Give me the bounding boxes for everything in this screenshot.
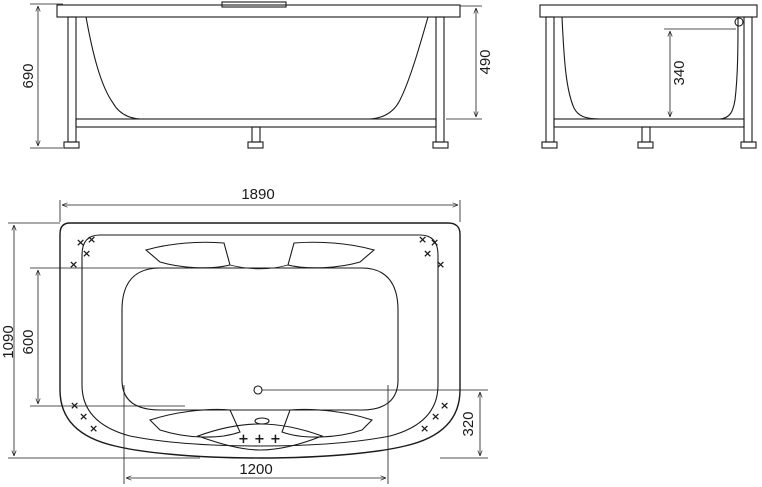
- jet-plus-icon: +: [254, 432, 265, 447]
- jet-cross-icon: ×: [89, 422, 98, 435]
- jet-cross-icon: ×: [87, 233, 96, 246]
- tub-basin: [121, 267, 399, 411]
- dim-inner-width: 600: [20, 329, 37, 354]
- side-view: 690 490: [20, 1, 494, 149]
- end-tub-body: [561, 16, 739, 120]
- dim-tub-height: 490: [477, 49, 494, 74]
- end-foot-left: [541, 141, 558, 149]
- jet-cross-icon: ×: [420, 422, 429, 435]
- end-foot-middle: [637, 141, 654, 149]
- top-view: × × × × × × × × × × × × × × + + + 1890 1…: [0, 186, 488, 484]
- faucet-outlet: [254, 417, 270, 425]
- side-leg-right: [435, 16, 445, 143]
- jet-cross-icon: ×: [69, 258, 78, 271]
- drain-icon: [253, 385, 263, 395]
- side-foot-middle: [247, 141, 264, 149]
- end-view: 340: [539, 4, 758, 149]
- dim-end-depth: 340: [671, 60, 688, 85]
- jet-cross-icon: ×: [430, 236, 439, 249]
- jet-plus-icon: +: [238, 432, 249, 447]
- jet-cross-icon: ×: [431, 410, 440, 423]
- end-frame-bar: [553, 118, 745, 128]
- side-tub-body: [85, 16, 429, 120]
- jet-cross-icon: ×: [436, 258, 445, 271]
- side-overflow: [221, 1, 287, 8]
- end-leg-right: [743, 16, 753, 143]
- end-leg-left: [545, 16, 555, 143]
- side-frame-bar: [75, 118, 437, 128]
- jet-cross-icon: ×: [82, 247, 91, 260]
- dim-side-height: 690: [20, 63, 37, 88]
- dim-inner-length: 1200: [239, 461, 272, 478]
- tub-inner-rim: [81, 234, 439, 447]
- dim-length: 1890: [241, 186, 274, 203]
- dim-drain-offset: 320: [460, 411, 477, 436]
- jet-cross-icon: ×: [418, 233, 427, 246]
- jet-cross-icon: ×: [79, 410, 88, 423]
- jet-cross-icon: ×: [423, 247, 432, 260]
- headrest-bottom-right: [281, 408, 374, 438]
- jet-cross-icon: ×: [76, 236, 85, 249]
- headrest-bottom-left: [148, 408, 241, 438]
- headrest-top-right: [287, 241, 376, 269]
- end-foot-right: [740, 141, 757, 149]
- side-leg-left: [67, 16, 77, 143]
- end-overflow: [734, 17, 744, 27]
- jet-cross-icon: ×: [440, 399, 449, 412]
- side-leg-middle: [251, 126, 261, 143]
- end-rim: [539, 4, 758, 18]
- jet-cross-icon: ×: [70, 399, 79, 412]
- jet-plus-icon: +: [270, 432, 281, 447]
- side-foot-left: [63, 141, 80, 149]
- headrest-top-left: [144, 241, 231, 269]
- jet-panel: [196, 423, 324, 451]
- dim-width: 1090: [0, 325, 17, 358]
- side-rim: [56, 4, 461, 18]
- side-foot-right: [432, 141, 449, 149]
- tub-outer-outline: [59, 222, 461, 459]
- end-leg-middle: [641, 126, 651, 143]
